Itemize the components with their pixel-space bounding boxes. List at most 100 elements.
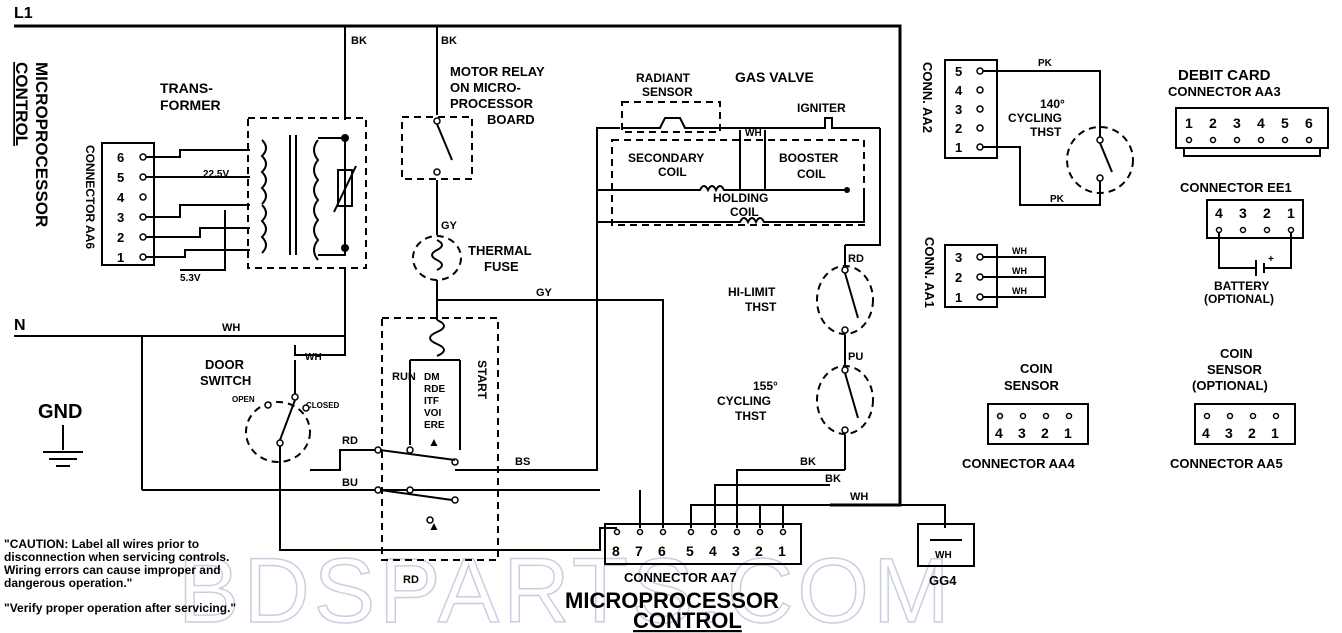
svg-text:1: 1 [955,140,962,155]
svg-text:1: 1 [1287,205,1295,221]
main-wiring [14,24,946,551]
svg-text:2: 2 [1041,425,1049,441]
svg-text:THST: THST [735,409,767,423]
side-title: MICROPROCESSOR CONTROL [12,62,51,227]
svg-text:7: 7 [635,543,643,559]
svg-text:155°: 155° [753,379,778,393]
svg-text:THST: THST [745,300,777,314]
svg-text:GAS VALVE: GAS VALVE [735,69,814,85]
svg-text:WH: WH [1012,286,1027,296]
svg-text:BOARD: BOARD [487,112,535,127]
connector-aa7: 8 7 6 5 4 3 2 1 CONNECTOR AA7 [604,490,802,585]
svg-text:FORMER: FORMER [160,97,221,113]
svg-text:START: START [475,360,489,400]
watermark: BDSPARTS.COM [178,540,954,633]
gnd-label: GND [38,401,82,423]
svg-text:2: 2 [955,121,962,136]
coin-sensor-aa5: COIN SENSOR (OPTIONAL) 4 3 2 1 CONNECTOR… [1170,346,1296,471]
motor-relay: MOTOR RELAY ON MICRO- PROCESSOR BOARD [401,64,545,180]
svg-text:2: 2 [755,543,763,559]
svg-text:5: 5 [686,543,694,559]
verify-note: "Verify proper operation after servicing… [4,601,236,615]
svg-text:3: 3 [1225,425,1233,441]
svg-text:4: 4 [1202,425,1210,441]
svg-text:OPEN: OPEN [232,395,255,404]
svg-text:BK: BK [441,35,457,47]
svg-text:RUN: RUN [392,371,416,383]
svg-text:CONN. AA2: CONN. AA2 [920,62,935,133]
svg-text:1: 1 [778,543,786,559]
svg-text:GY: GY [536,287,553,299]
svg-text:SENSOR: SENSOR [1207,362,1263,377]
svg-text:MOTOR RELAY: MOTOR RELAY [450,64,545,79]
svg-text:5.3V: 5.3V [180,273,201,284]
svg-text:DOOR: DOOR [205,357,245,372]
svg-text:8: 8 [612,543,620,559]
gas-valve: GAS VALVE RADIANT SENSOR IGNITER SECONDA… [611,69,880,226]
door-switch: DOOR SWITCH OPEN CLOSED [200,357,340,463]
svg-text:COIL: COIL [730,205,759,219]
svg-text:▲: ▲ [428,435,440,449]
svg-text:3: 3 [1239,205,1247,221]
svg-text:5: 5 [117,170,124,185]
svg-text:SWITCH: SWITCH [200,373,251,388]
svg-text:disconnection when servicing c: disconnection when servicing controls. [4,550,229,564]
svg-text:SECONDARY: SECONDARY [628,151,704,165]
svg-text:PROCESSOR: PROCESSOR [450,96,534,111]
svg-text:3: 3 [955,102,962,117]
svg-text:CLOSED: CLOSED [306,401,340,410]
svg-text:VOI: VOI [424,408,441,419]
conn-aa2: CONN. AA2 5 4 3 2 1 PK PK 140° CYCLING T… [920,58,1134,206]
svg-text:5: 5 [955,64,962,79]
caution-note: "CAUTION: Label all wires prior to disco… [4,537,236,615]
svg-text:3: 3 [955,250,962,265]
n-label: N [14,317,26,334]
svg-text:RD: RD [403,574,419,586]
svg-text:CONNECTOR AA5: CONNECTOR AA5 [1170,456,1283,471]
gg4-connector: WH GG4 [917,523,975,588]
thermal-fuse: THERMAL FUSE [412,235,532,281]
svg-text:(OPTIONAL): (OPTIONAL) [1204,292,1274,306]
l1-label: L1 [14,5,33,22]
svg-text:WH: WH [935,550,952,561]
svg-text:DM: DM [424,372,440,383]
svg-text:dangerous operation.": dangerous operation." [4,576,132,590]
svg-text:PK: PK [1038,58,1053,69]
svg-text:THST: THST [1030,125,1062,139]
svg-text:2: 2 [1263,205,1271,221]
svg-text:IGNITER: IGNITER [797,101,846,115]
svg-text:GG4: GG4 [929,573,957,588]
svg-text:BK: BK [800,456,816,468]
svg-text:ITF: ITF [424,396,439,407]
svg-text:6: 6 [1305,115,1313,131]
svg-text:CONNECTOR EE1: CONNECTOR EE1 [1180,180,1292,195]
svg-text:WH: WH [222,322,240,334]
svg-text:3: 3 [1018,425,1026,441]
svg-text:CONNECTOR AA3: CONNECTOR AA3 [1168,84,1281,99]
connector-aa6-label: CONNECTOR AA6 [83,145,97,249]
conn-aa1: CONN. AA1 3 2 1 WH WH WH [922,237,1046,308]
svg-text:BOOSTER: BOOSTER [779,151,839,165]
debit-card-connector: DEBIT CARD CONNECTOR AA3 1 2 3 4 5 6 [1168,67,1329,157]
svg-text:3: 3 [1233,115,1241,131]
svg-text:BK: BK [351,35,367,47]
svg-text:BS: BS [515,456,530,468]
svg-text:2: 2 [1248,425,1256,441]
svg-text:CONNECTOR AA7: CONNECTOR AA7 [624,570,737,585]
svg-text:FUSE: FUSE [484,259,519,274]
wire-labels: BK BK GY GY WH WH RD BU BS RD RD PU BK B… [222,35,868,586]
svg-text:4: 4 [1257,115,1265,131]
svg-text:RDE: RDE [424,384,445,395]
svg-text:CONN. AA1: CONN. AA1 [922,237,937,308]
svg-text:CONNECTOR AA4: CONNECTOR AA4 [962,456,1075,471]
svg-text:GY: GY [441,220,458,232]
transformer: TRANS- FORMER 22.5V 5.3V [160,80,367,284]
svg-text:4: 4 [995,425,1003,441]
svg-text:4: 4 [955,83,963,98]
svg-text:1: 1 [1271,425,1279,441]
svg-text:BU: BU [342,477,358,489]
svg-text:HI-LIMIT: HI-LIMIT [728,285,776,299]
svg-text:RADIANT: RADIANT [636,71,691,85]
svg-text:MICROPROCESSOR: MICROPROCESSOR [32,62,51,227]
